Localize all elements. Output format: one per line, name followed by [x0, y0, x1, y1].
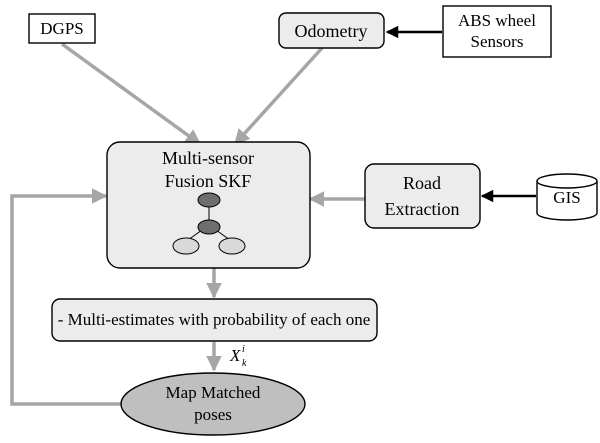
map-label-line2: poses [194, 405, 232, 424]
arrow-dgps-to-fusion [60, 42, 202, 146]
arrow-feedback-map-to-fusion [10, 188, 122, 406]
node-gis-database: GIS [536, 173, 598, 221]
arrow-odometry-to-fusion [233, 46, 324, 146]
node-fusion-skf: Multi-sensor Fusion SKF [106, 141, 311, 269]
state-superscript: i [242, 344, 245, 355]
road-label-line1: Road [403, 173, 441, 193]
node-dgps: DGPS [28, 13, 96, 44]
map-label-line1: Map Matched [166, 383, 261, 402]
hypothesis-tree-icon [172, 192, 246, 255]
node-multi-estimates: - Multi-estimates with probability of ea… [51, 298, 378, 342]
gis-label: GIS [553, 188, 580, 207]
edge-label-state: X k i [229, 344, 247, 369]
fusion-label-line1: Multi-sensor [162, 148, 254, 168]
dgps-label: DGPS [40, 19, 83, 38]
road-label-line2: Extraction [385, 199, 460, 219]
abs-label-line1: ABS wheel [458, 11, 536, 30]
state-subscript: k [242, 358, 247, 369]
node-road-extraction: Road Extraction [364, 163, 481, 229]
multi-estimates-label: - Multi-estimates with probability of ea… [58, 310, 371, 329]
node-map-matched-poses: Map Matched poses [120, 372, 306, 436]
node-abs-wheel-sensors: ABS wheel Sensors [442, 5, 552, 58]
state-symbol: X [229, 346, 241, 365]
node-odometry: Odometry [278, 12, 385, 49]
abs-label-line2: Sensors [471, 32, 524, 51]
fusion-label-line2: Fusion SKF [165, 171, 252, 191]
odometry-label: Odometry [295, 21, 368, 41]
